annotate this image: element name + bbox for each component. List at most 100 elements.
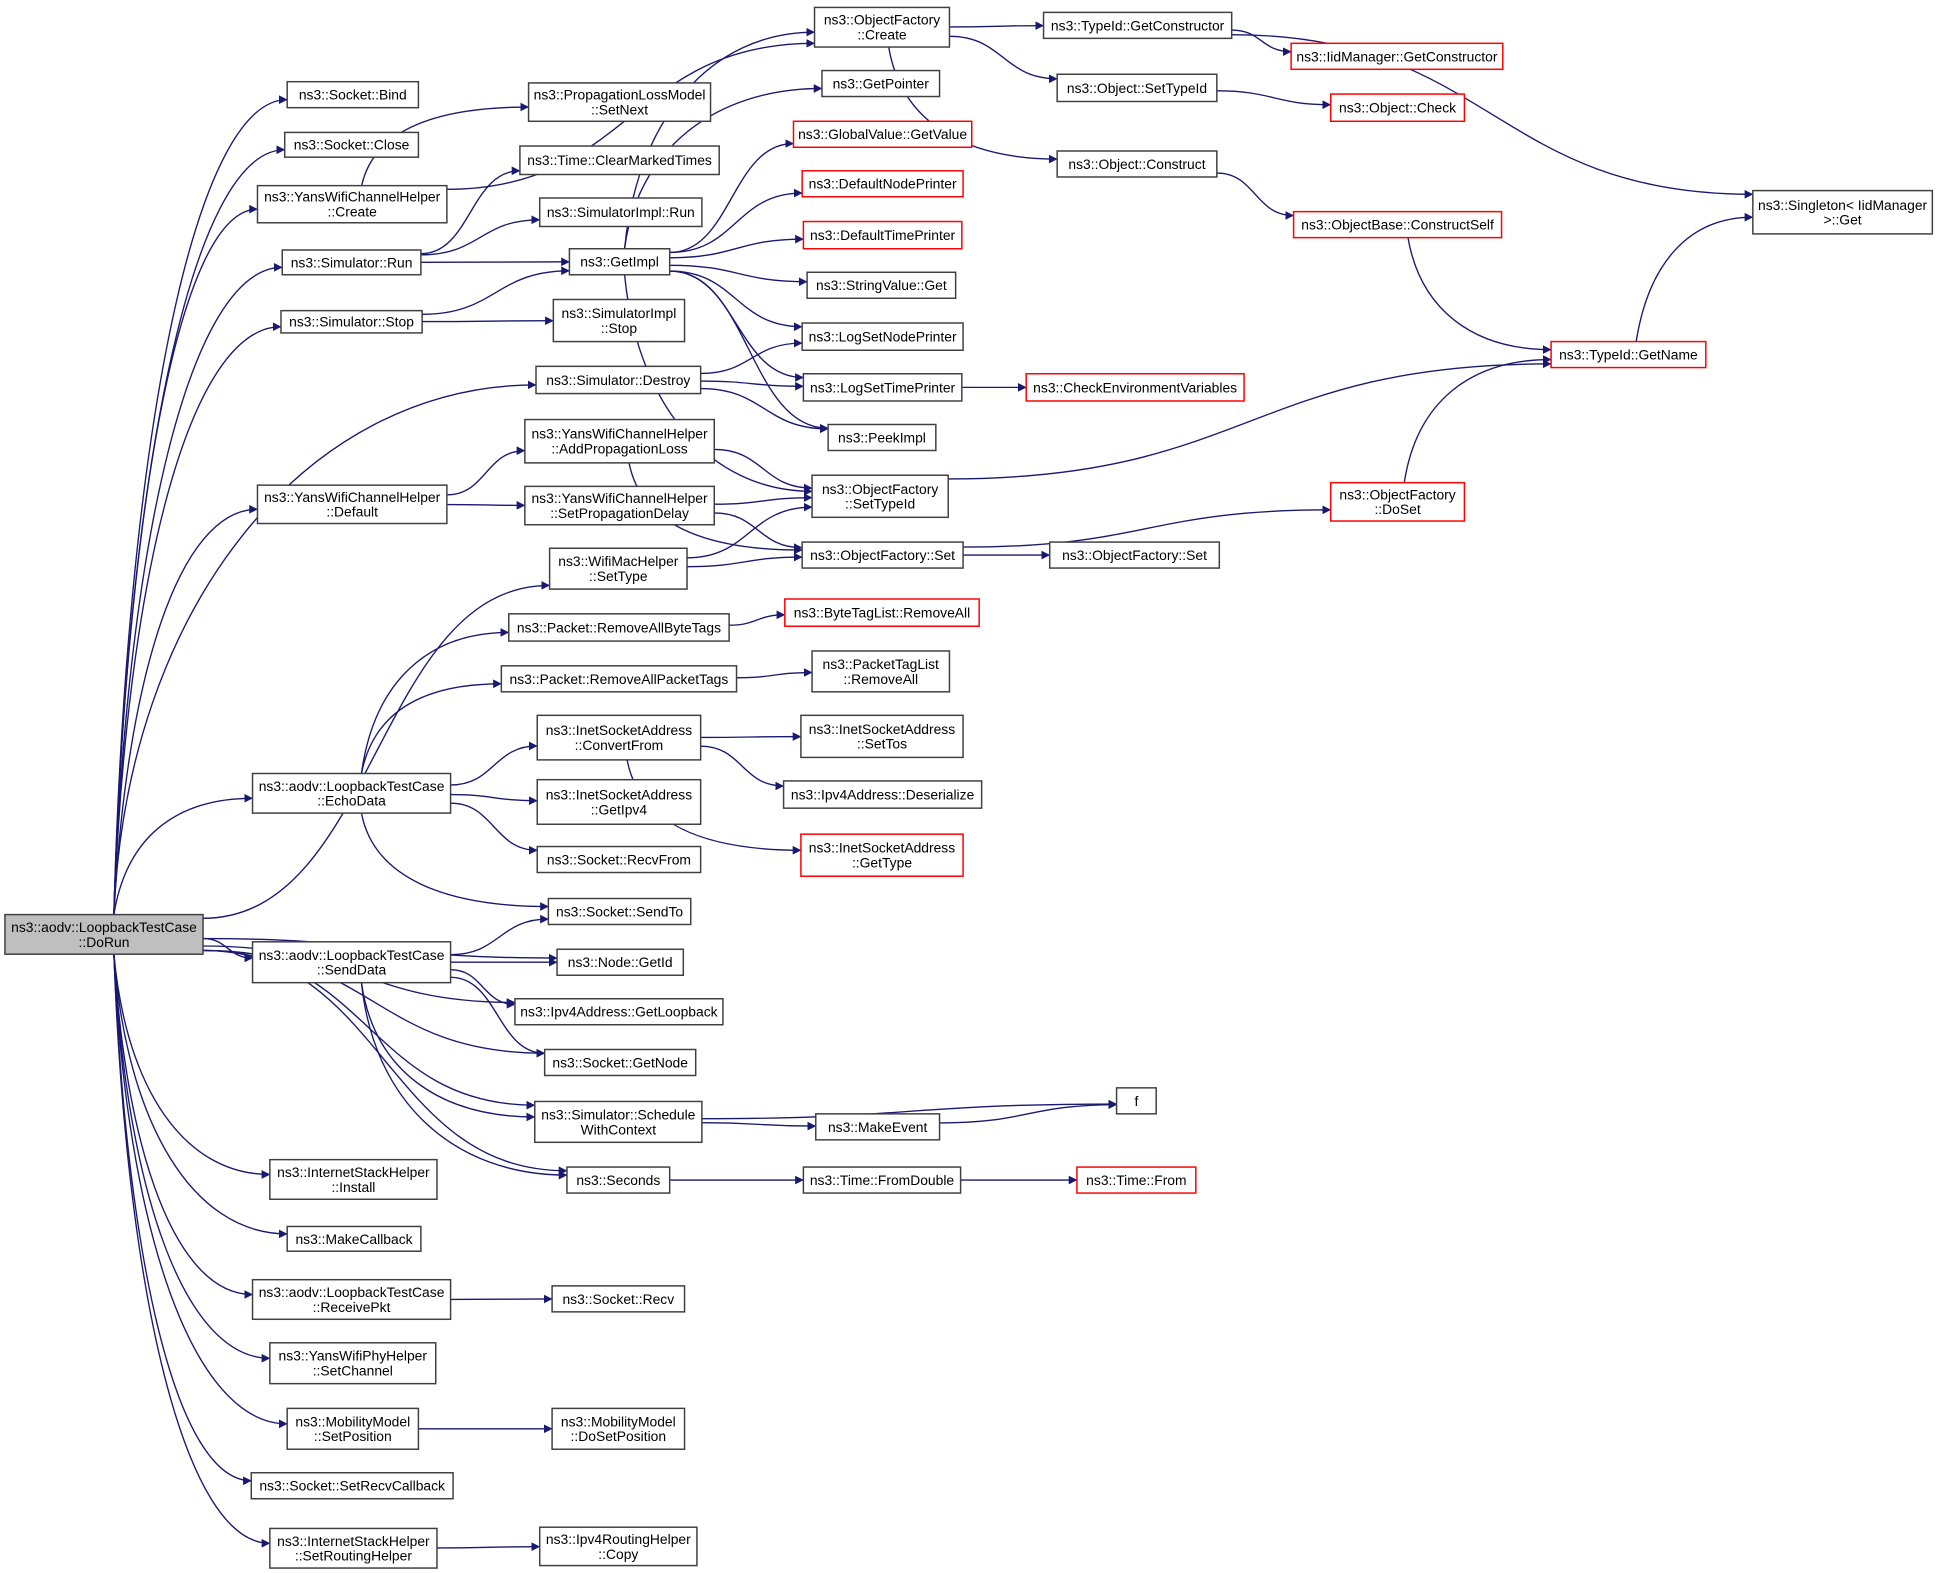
node-socket-close[interactable]: ns3::Socket::Close xyxy=(283,131,420,158)
node-isa-gettype[interactable]: ns3::InetSocketAddress::GetType xyxy=(800,833,964,877)
node-ywch-setpropdelay[interactable]: ns3::YansWifiChannelHelper::SetPropagati… xyxy=(524,485,716,526)
node-box[interactable] xyxy=(524,418,716,464)
node-box[interactable] xyxy=(801,170,964,198)
node-box[interactable] xyxy=(1056,73,1218,103)
node-isa-convert[interactable]: ns3::InetSocketAddress::ConvertFrom xyxy=(536,714,702,761)
node-senddata[interactable]: ns3::aodv::LoopbackTestCase::SendData xyxy=(251,941,452,984)
node-isa-settos[interactable]: ns3::InetSocketAddress::SetTos xyxy=(800,714,964,759)
node-box[interactable] xyxy=(269,1158,438,1200)
node-of-doset[interactable]: ns3::ObjectFactory::DoSet xyxy=(1329,481,1466,522)
node-makecallback[interactable]: ns3::MakeCallback xyxy=(286,1225,422,1252)
node-box[interactable] xyxy=(1076,1166,1197,1194)
node-box[interactable] xyxy=(821,69,941,98)
node-obj-settypeid[interactable]: ns3::Object::SetTypeId xyxy=(1056,73,1218,103)
node-time-fromdouble[interactable]: ns3::Time::FromDouble xyxy=(802,1166,962,1194)
node-ipv4-deserialize[interactable]: ns3::Ipv4Address::Deserialize xyxy=(782,780,983,809)
node-box[interactable] xyxy=(535,365,702,395)
node-checkenv[interactable]: ns3::CheckEnvironmentVariables xyxy=(1025,373,1245,402)
node-logsetnode[interactable]: ns3::LogSetNodePrinter xyxy=(801,322,964,351)
node-box[interactable] xyxy=(568,248,671,276)
node-sock-setrecvcb[interactable]: ns3::Socket::SetRecvCallback xyxy=(250,1472,454,1500)
node-ywch-create[interactable]: ns3::YansWifiChannelHelper::Create xyxy=(256,184,448,224)
node-typeid-getctor[interactable]: ns3::TypeId::GetConstructor xyxy=(1042,11,1233,40)
node-of-set[interactable]: ns3::ObjectFactory::Set xyxy=(801,541,964,569)
node-box[interactable] xyxy=(1056,150,1218,178)
node-logsettime[interactable]: ns3::LogSetTimePrinter xyxy=(802,373,963,402)
node-box[interactable] xyxy=(801,322,964,351)
node-sim-stop[interactable]: ns3::Simulator::Stop xyxy=(280,309,423,334)
node-box[interactable] xyxy=(534,1100,703,1144)
node-simimpl-stop[interactable]: ns3::SimulatorImpl::Stop xyxy=(552,298,686,343)
node-box[interactable] xyxy=(1329,481,1466,522)
node-box[interactable] xyxy=(551,1407,686,1450)
node-box[interactable] xyxy=(286,1225,422,1252)
node-box[interactable] xyxy=(800,714,964,759)
node-sock-recv[interactable]: ns3::Socket::Recv xyxy=(551,1285,686,1313)
node-mm-setpos[interactable]: ns3::MobilityModel::SetPosition xyxy=(286,1407,420,1450)
node-of-create[interactable]: ns3::ObjectFactory::Create xyxy=(813,6,951,48)
node-box[interactable] xyxy=(547,897,692,926)
node-box[interactable] xyxy=(269,1527,438,1569)
node-box[interactable] xyxy=(811,650,951,693)
node-box[interactable] xyxy=(256,184,448,224)
node-mm-dosetpos[interactable]: ns3::MobilityModel::DoSetPosition xyxy=(551,1407,686,1450)
node-box[interactable] xyxy=(827,423,937,452)
node-box[interactable] xyxy=(286,1407,420,1450)
node-box[interactable] xyxy=(784,598,980,627)
node-box[interactable] xyxy=(802,1166,962,1194)
node-box[interactable] xyxy=(527,82,712,123)
node-time-from[interactable]: ns3::Time::From xyxy=(1076,1166,1197,1194)
node-box[interactable] xyxy=(1042,11,1233,40)
node-box[interactable] xyxy=(1550,340,1707,369)
node-ish-install[interactable]: ns3::InternetStackHelper::Install xyxy=(269,1158,438,1200)
node-box[interactable] xyxy=(519,145,720,176)
node-box[interactable] xyxy=(538,197,703,228)
node-box[interactable] xyxy=(538,1526,698,1567)
node-box[interactable] xyxy=(1115,1087,1157,1115)
node-time-clearmarked[interactable]: ns3::Time::ClearMarkedTimes xyxy=(519,145,720,176)
node-box[interactable] xyxy=(1752,189,1934,235)
node-box[interactable] xyxy=(806,271,957,300)
node-plm-setnext[interactable]: ns3::PropagationLossModel::SetNext xyxy=(527,82,712,123)
node-box[interactable] xyxy=(552,298,686,343)
node-peekimpl[interactable]: ns3::PeekImpl xyxy=(827,423,937,452)
node-socket-bind[interactable]: ns3::Socket::Bind xyxy=(286,80,420,109)
node-box[interactable] xyxy=(251,941,452,984)
node-obj-check[interactable]: ns3::Object::Check xyxy=(1329,93,1466,123)
node-simimpl-run[interactable]: ns3::SimulatorImpl::Run xyxy=(538,197,703,228)
node-receivepkt[interactable]: ns3::aodv::LoopbackTestCase::ReceivePkt xyxy=(251,1278,452,1321)
node-box[interactable] xyxy=(811,474,949,519)
node-f[interactable]: f xyxy=(1115,1087,1157,1115)
node-gv-getvalue[interactable]: ns3::GlobalValue::GetValue xyxy=(792,120,973,149)
node-sim-run[interactable]: ns3::Simulator::Run xyxy=(281,249,422,276)
node-obj-construct[interactable]: ns3::Object::Construct xyxy=(1056,150,1218,178)
node-box[interactable] xyxy=(792,120,973,149)
node-box[interactable] xyxy=(256,484,448,525)
node-box[interactable] xyxy=(548,547,688,590)
node-sock-sendto[interactable]: ns3::Socket::SendTo xyxy=(547,897,692,926)
node-defnodeprinter[interactable]: ns3::DefaultNodePrinter xyxy=(801,170,964,198)
node-box[interactable] xyxy=(802,220,963,250)
node-box[interactable] xyxy=(286,80,420,109)
node-ipv4-loopback[interactable]: ns3::Ipv4Address::GetLoopback xyxy=(514,998,724,1026)
node-seconds[interactable]: ns3::Seconds xyxy=(566,1166,671,1194)
node-box[interactable] xyxy=(536,778,702,825)
node-box[interactable] xyxy=(4,913,204,955)
node-box[interactable] xyxy=(551,1285,686,1313)
node-box[interactable] xyxy=(250,1472,454,1500)
node-ywch-default[interactable]: ns3::YansWifiChannelHelper::Default xyxy=(256,484,448,525)
node-box[interactable] xyxy=(1048,541,1221,569)
node-box[interactable] xyxy=(251,1278,452,1321)
node-box[interactable] xyxy=(280,309,423,334)
node-box[interactable] xyxy=(543,1048,697,1077)
node-box[interactable] xyxy=(281,249,422,276)
node-box[interactable] xyxy=(782,780,983,809)
node-ywch-addprop[interactable]: ns3::YansWifiChannelHelper::AddPropagati… xyxy=(524,418,716,464)
node-box[interactable] xyxy=(500,665,738,693)
node-ywph-setchannel[interactable]: ns3::YansWifiPhyHelper::SetChannel xyxy=(269,1342,437,1385)
node-wmh-settype[interactable]: ns3::WifiMacHelper::SetType xyxy=(548,547,688,590)
node-singleton-get[interactable]: ns3::Singleton< IidManager>::Get xyxy=(1752,189,1934,235)
node-box[interactable] xyxy=(524,485,716,526)
node-ptl-removeall[interactable]: ns3::PacketTagList::RemoveAll xyxy=(811,650,951,693)
